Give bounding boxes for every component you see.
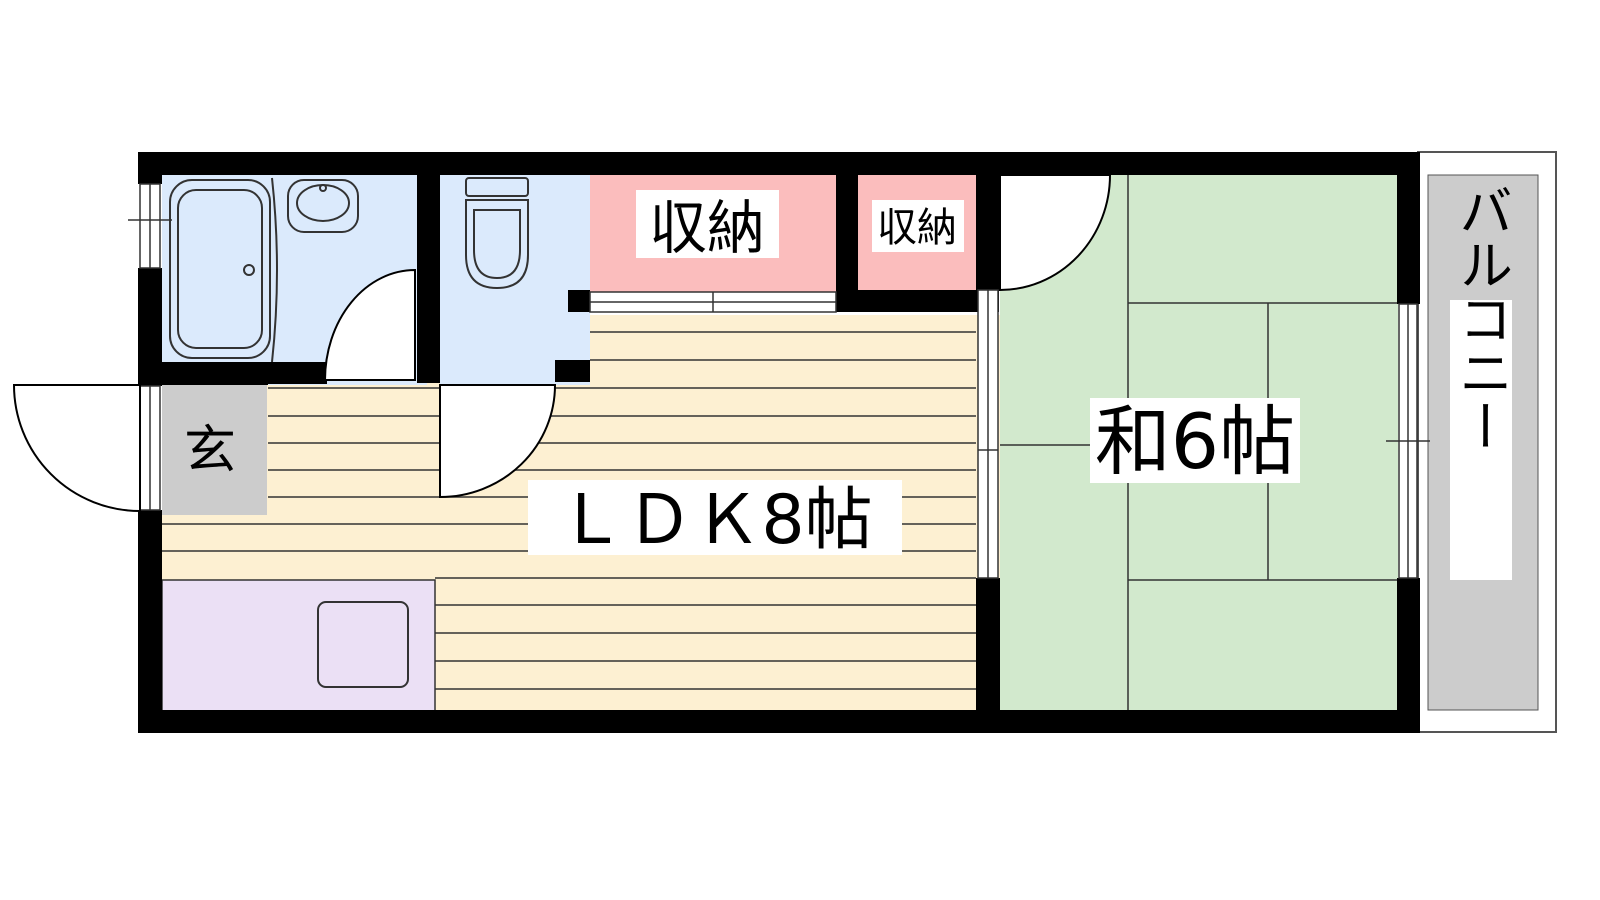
- wall-top: [138, 152, 1420, 175]
- label-bg: [1090, 398, 1300, 483]
- entrance-area: [162, 385, 267, 515]
- label-bg: [1450, 300, 1512, 580]
- room-labels: 収納 収納 玄 ＬＤＫ8帖 和6帖 バルコニー: [184, 183, 1513, 580]
- door-washitsu-swing: [999, 174, 1112, 292]
- toilet-fixture: [465, 177, 529, 290]
- label-storage-large: 収納: [649, 194, 765, 262]
- label-balcony: バルコニー: [1450, 183, 1513, 453]
- wall-entrance-divider: [138, 380, 268, 385]
- door-swings: [12, 174, 1112, 513]
- label-washitsu: 和6帖: [1095, 397, 1295, 486]
- door-bath-swing: [323, 268, 416, 381]
- wall-left-lower: [138, 510, 162, 733]
- bathtub-icon: [169, 179, 271, 359]
- wall-ldk-washitsu-lower: [976, 578, 1000, 725]
- wall-storage-bottom: [836, 290, 999, 312]
- wall-ldk-washitsu-upper: [976, 175, 1000, 290]
- wall-toilet-corner: [568, 290, 590, 312]
- label-entrance: 玄: [184, 421, 236, 481]
- bath-fixtures: [169, 177, 359, 363]
- bath-curtain-line: [271, 177, 278, 363]
- sink-icon: [317, 601, 409, 688]
- wall-left-upper: [138, 152, 162, 184]
- kitchen-counter: [161, 579, 436, 726]
- faucet-icon: [319, 184, 327, 192]
- room-fills: [161, 151, 1557, 733]
- toilet-tank-icon: [465, 177, 529, 197]
- wall-right-lower: [1397, 578, 1420, 733]
- door-entrance-swing: [12, 384, 141, 513]
- wall-right-upper: [1397, 152, 1420, 304]
- wall-toilet-corner-low: [555, 360, 590, 382]
- bathtub-drain-icon: [243, 264, 255, 276]
- label-storage-small: 収納: [877, 205, 957, 251]
- toilet-bowl-icon: [465, 199, 529, 290]
- label-bg: [636, 190, 779, 258]
- wall-bath-bottom-left: [162, 362, 327, 384]
- label-bg: [872, 200, 964, 252]
- wall-bottom: [138, 710, 1420, 733]
- bathtub-inner-icon: [177, 189, 263, 349]
- walls: [138, 152, 1420, 733]
- wall-bath-toilet: [417, 175, 440, 383]
- label-ldk: ＬＤＫ8帖: [557, 481, 872, 560]
- door-toilet-swing: [439, 384, 557, 499]
- label-bg: [528, 480, 902, 555]
- wall-storage-divider: [836, 175, 858, 312]
- wall-left-mid: [138, 268, 162, 386]
- toilet-area: [440, 175, 590, 385]
- windows: [128, 183, 1430, 579]
- toilet-seat-icon: [473, 209, 521, 280]
- washbasin-icon: [287, 179, 359, 233]
